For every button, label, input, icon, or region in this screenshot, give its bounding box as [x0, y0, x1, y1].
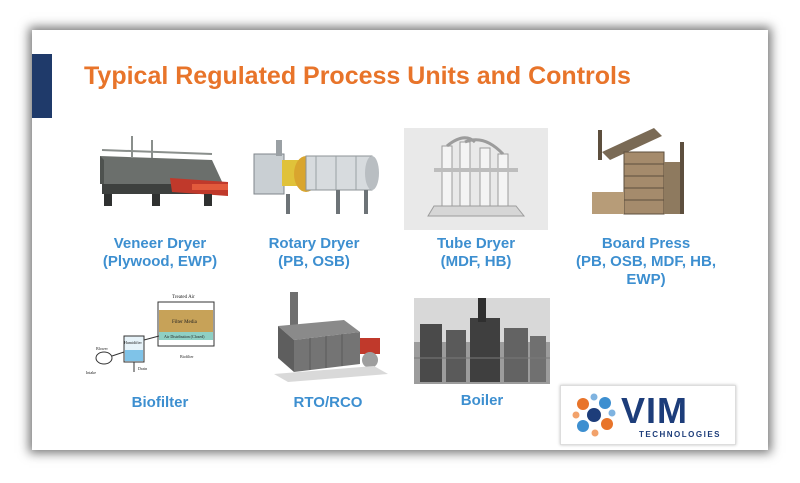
diagram-label: Blower: [96, 346, 108, 351]
accent-bar: [32, 54, 52, 118]
rotary-dryer-caption: Rotary Dryer (PB, OSB): [248, 235, 380, 271]
caption-line: Biofilter: [131, 394, 189, 411]
caption-line: Rotary Dryer: [268, 235, 360, 252]
molecule-logo-icon: [572, 393, 616, 437]
caption-line: Veneer Dryer: [113, 235, 207, 252]
veneer-dryer-caption: Veneer Dryer (Plywood, EWP): [82, 235, 238, 271]
rto-rco-caption: RTO/RCO: [260, 394, 396, 412]
diagram-label: Humidifier: [124, 340, 142, 345]
diagram-label: Treated Air: [172, 295, 195, 300]
logo-subtitle: TECHNOLOGIES: [639, 430, 722, 439]
vim-technologies-logo: VIM TECHNOLOGIES: [560, 385, 736, 445]
biofilter-diagram: Treated Air Filter Media Air Distributio…: [84, 292, 232, 386]
veneer-dryer-image: [92, 126, 228, 216]
boiler-caption: Boiler: [414, 392, 550, 410]
slide-title: Typical Regulated Process Units and Cont…: [84, 62, 631, 90]
caption-line: (PB, OSB, MDF, HB,: [575, 253, 716, 270]
diagram-label: Intake: [86, 370, 96, 375]
diagram-label: Filter Media: [172, 320, 198, 325]
rotary-dryer-image: [246, 134, 382, 220]
caption-line: Board Press: [601, 235, 691, 252]
caption-line: (MDF, HB): [440, 253, 512, 270]
boiler-image: [414, 298, 550, 384]
caption-line: (Plywood, EWP): [102, 253, 218, 270]
tube-dryer-image: [404, 128, 548, 230]
diagram-label: Drain: [138, 366, 147, 371]
caption-line: RTO/RCO: [293, 394, 363, 411]
caption-line: (PB, OSB): [278, 253, 350, 270]
caption-line: EWP): [626, 271, 666, 288]
biofilter-caption: Biofilter: [92, 394, 228, 412]
caption-line: Boiler: [460, 392, 504, 409]
diagram-label: Air Distribution (Closed): [164, 334, 205, 339]
diagram-label: Biofilter: [180, 354, 194, 359]
board-press-image: [584, 122, 694, 230]
tube-dryer-caption: Tube Dryer (MDF, HB): [404, 235, 548, 271]
board-press-caption: Board Press (PB, OSB, MDF, HB, EWP): [562, 235, 730, 289]
caption-line: Tube Dryer: [436, 235, 516, 252]
logo-wordmark: VIM: [621, 390, 689, 431]
rto-rco-image: [264, 288, 394, 388]
slide: Typical Regulated Process Units and Cont…: [32, 30, 768, 450]
